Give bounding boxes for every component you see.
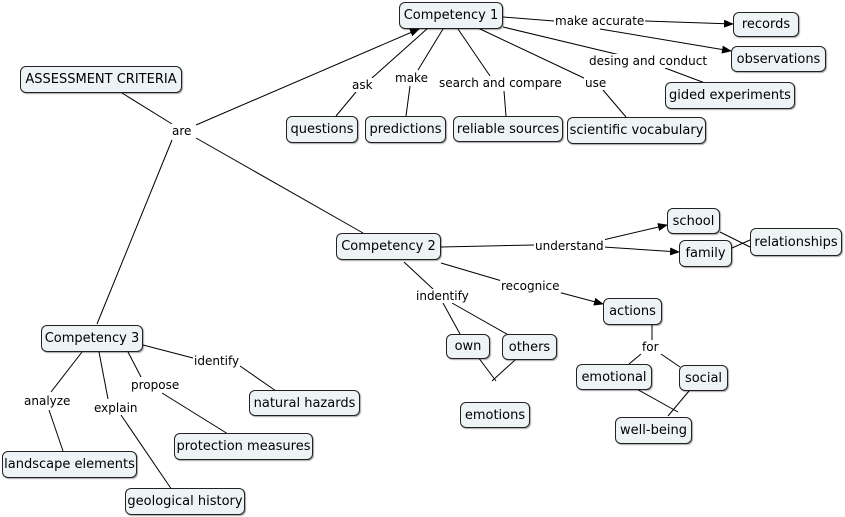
link-label-for: for xyxy=(641,340,660,354)
edge-recognice-actions xyxy=(557,291,604,306)
edge-assessment-are xyxy=(121,92,173,125)
link-label-propose: propose xyxy=(130,378,181,392)
edge-are-comp2 xyxy=(195,137,364,234)
edge-comp1-make xyxy=(417,28,444,71)
edge-make-predictions xyxy=(405,85,411,117)
edge-search-reliable xyxy=(503,90,507,117)
link-label-identify: identify xyxy=(193,354,241,368)
link-label-desing-and-conduct: desing and conduct xyxy=(588,54,709,68)
edge-comp1-desing xyxy=(502,26,621,56)
link-label-recognice: recognice xyxy=(500,279,561,293)
node-actions[interactable]: actions xyxy=(603,298,662,325)
node-records[interactable]: records xyxy=(733,12,799,37)
node-natural-hazards[interactable]: natural hazards xyxy=(249,390,360,416)
node-gided-experiments[interactable]: gided experiments xyxy=(665,82,795,109)
node-social[interactable]: social xyxy=(679,365,728,391)
node-assessment-criteria[interactable]: ASSESSMENT CRITERIA xyxy=(20,66,182,93)
edge-use-scientific xyxy=(602,89,627,118)
edge-comp3-analyze xyxy=(50,351,83,393)
edge-are-comp3 xyxy=(96,139,173,325)
edge-comp1-ask xyxy=(371,27,429,79)
link-label-use: use xyxy=(584,76,608,90)
edge-school-relationships xyxy=(719,231,751,248)
edge-others-emotions xyxy=(491,359,516,382)
edge-own-emotions xyxy=(477,356,497,382)
edge-for-emotional xyxy=(628,353,642,365)
edge-emotional-wellbeing xyxy=(634,387,679,413)
node-family[interactable]: family xyxy=(679,240,732,267)
node-questions[interactable]: questions xyxy=(286,116,358,143)
link-label-make-accurate: make accurate xyxy=(554,14,646,28)
link-label-analyze: analyze xyxy=(23,394,72,408)
edge-understand-school xyxy=(602,223,668,241)
link-label-explain: explain xyxy=(93,401,139,415)
edge-comp3-explain xyxy=(98,351,109,400)
node-competency-2[interactable]: Competency 2 xyxy=(336,233,441,260)
node-well-being[interactable]: well-being xyxy=(615,417,692,444)
node-others[interactable]: others xyxy=(502,334,557,360)
link-label-ask: ask xyxy=(351,78,374,92)
edge-for-social xyxy=(660,353,681,368)
node-observations[interactable]: observations xyxy=(731,46,826,72)
edge-comp1-search xyxy=(457,28,491,77)
edge-make-accurate-records xyxy=(644,19,734,28)
node-geological-history[interactable]: geological history xyxy=(125,488,245,515)
edge-desing-gided xyxy=(664,67,706,84)
edge-are-comp1 xyxy=(195,28,420,126)
node-scientific-vocabulary[interactable]: scientific vocabulary xyxy=(567,117,706,144)
edge-comp1-make-accurate xyxy=(502,16,555,22)
edge-indentify-others xyxy=(451,302,513,338)
edge-make-accurate-observations xyxy=(599,28,732,54)
node-emotional[interactable]: emotional xyxy=(576,364,652,390)
edge-analyze-landscape xyxy=(48,409,64,452)
edge-explain-geological xyxy=(120,414,173,491)
edge-comp2-understand xyxy=(440,244,535,248)
link-label-make: make xyxy=(394,71,429,85)
node-emotions[interactable]: emotions xyxy=(460,402,530,428)
link-label-indentify: indentify xyxy=(415,289,470,303)
node-relationships[interactable]: relationships xyxy=(750,228,842,256)
node-protection-measures[interactable]: protection measures xyxy=(174,433,313,460)
edge-ask-questions xyxy=(335,91,357,117)
edge-comp3-propose xyxy=(127,351,142,378)
node-landscape-elements[interactable]: landscape elements xyxy=(2,451,137,478)
node-school[interactable]: school xyxy=(667,208,720,234)
edge-understand-family xyxy=(602,246,680,256)
edge-social-wellbeing xyxy=(667,390,690,417)
edge-identify-hazards xyxy=(239,365,277,392)
edge-indentify-own xyxy=(442,302,461,335)
edge-propose-protection xyxy=(161,392,229,435)
node-competency-3[interactable]: Competency 3 xyxy=(41,325,143,352)
node-predictions[interactable]: predictions xyxy=(365,116,446,143)
link-label-are: are xyxy=(171,124,193,138)
node-reliable-sources[interactable]: reliable sources xyxy=(453,116,563,142)
link-label-search-and-compare: search and compare xyxy=(438,76,563,90)
edge-family-relationships xyxy=(731,239,751,249)
edge-comp1-use xyxy=(477,27,587,80)
link-label-understand: understand xyxy=(534,239,605,253)
node-own[interactable]: own xyxy=(446,334,490,359)
edge-comp2-recognice xyxy=(440,262,503,282)
edge-comp3-identify xyxy=(142,344,194,359)
node-competency-1[interactable]: Competency 1 xyxy=(399,2,503,29)
edge-comp2-indentify xyxy=(403,261,434,290)
